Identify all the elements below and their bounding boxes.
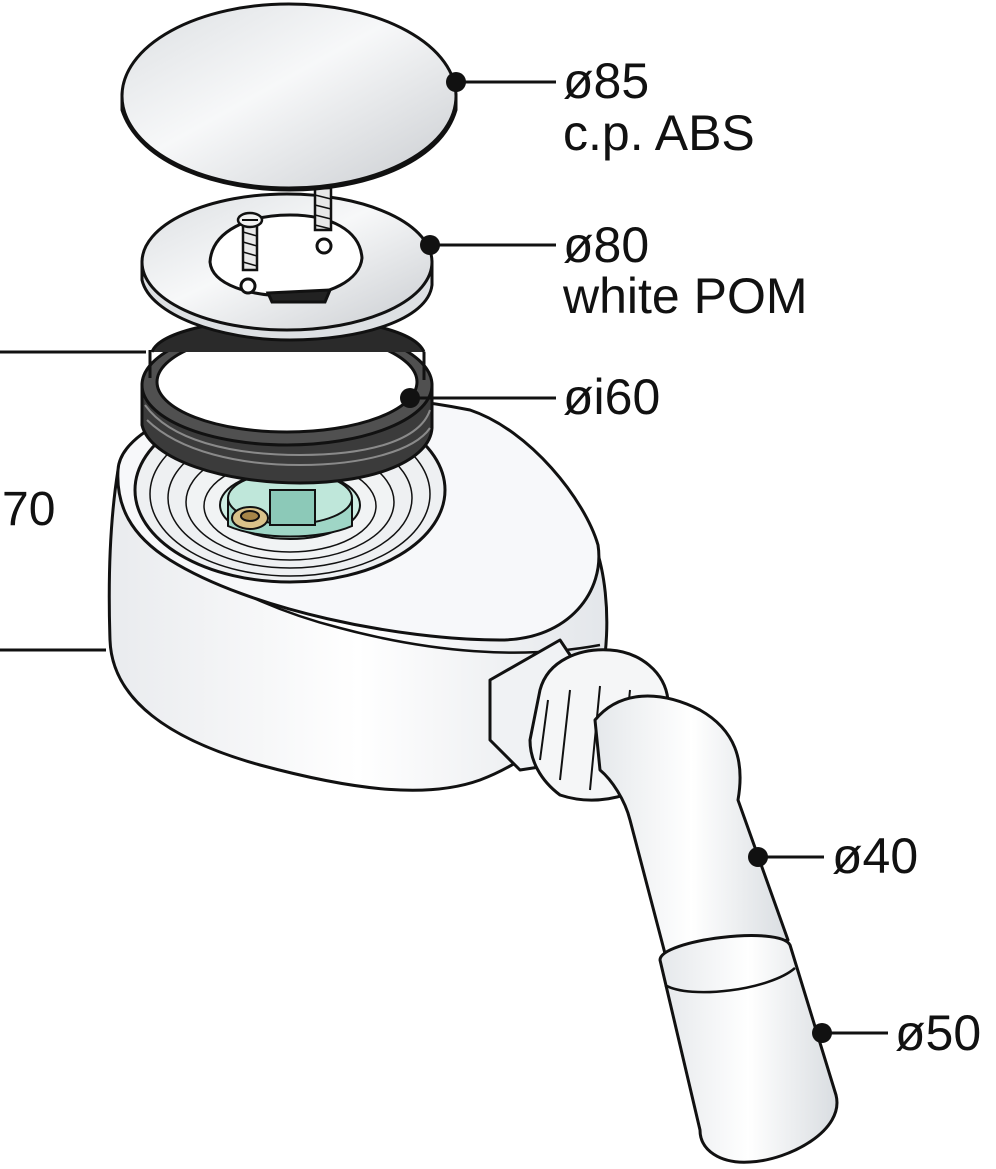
trim-ring [140,192,434,342]
pipe-diameter-label: ø40 [832,828,918,884]
ring-dot-icon [420,235,440,255]
outlet-dot-icon [812,1023,832,1043]
ring-material-label: white POM [562,268,808,324]
seal-dot-icon [400,388,420,408]
seal-ring [140,316,434,485]
cap-diameter-label: ø85 [563,53,649,109]
leader-dots [400,72,832,1043]
leader-lines [0,80,888,1035]
brass-screw-icon [231,506,269,530]
drain-cap [120,2,458,192]
pipe-dot-icon [748,847,768,867]
ring-diameter-label: ø80 [563,217,649,273]
seal-diameter-label: øi60 [563,369,660,425]
outlet-diameter-label: ø50 [895,1005,981,1061]
height-dimension-label: 70 [2,483,55,536]
cap-dot-icon [446,72,466,92]
cap-material-label: c.p. ABS [563,105,755,161]
outlet-pipe [488,638,839,1164]
